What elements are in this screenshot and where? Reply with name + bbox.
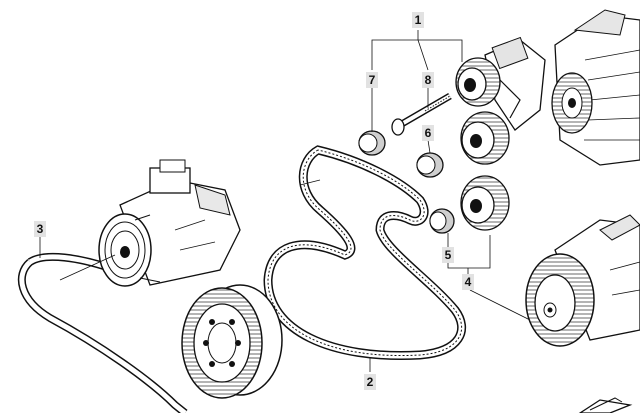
alternator (551, 9, 640, 166)
belt-tensioner (455, 36, 546, 165)
callout-3: 3 (34, 221, 46, 237)
corner-arrow-icon (577, 397, 633, 414)
main-drive-belt (263, 145, 467, 361)
leader-lines (39, 30, 531, 372)
callout-2: 2 (364, 374, 376, 390)
callout-4: 4 (462, 274, 474, 290)
callout-5: 5 (442, 247, 454, 263)
bolt (391, 92, 452, 136)
callout-6: 6 (422, 125, 434, 141)
callout-7: 7 (366, 72, 378, 88)
callout-8: 8 (422, 72, 434, 88)
ac-compressor (98, 159, 241, 287)
crankshaft-pulley (181, 284, 283, 399)
callout-1: 1 (412, 12, 424, 28)
idler-pulley (460, 175, 510, 231)
power-steering-pump (525, 214, 640, 347)
